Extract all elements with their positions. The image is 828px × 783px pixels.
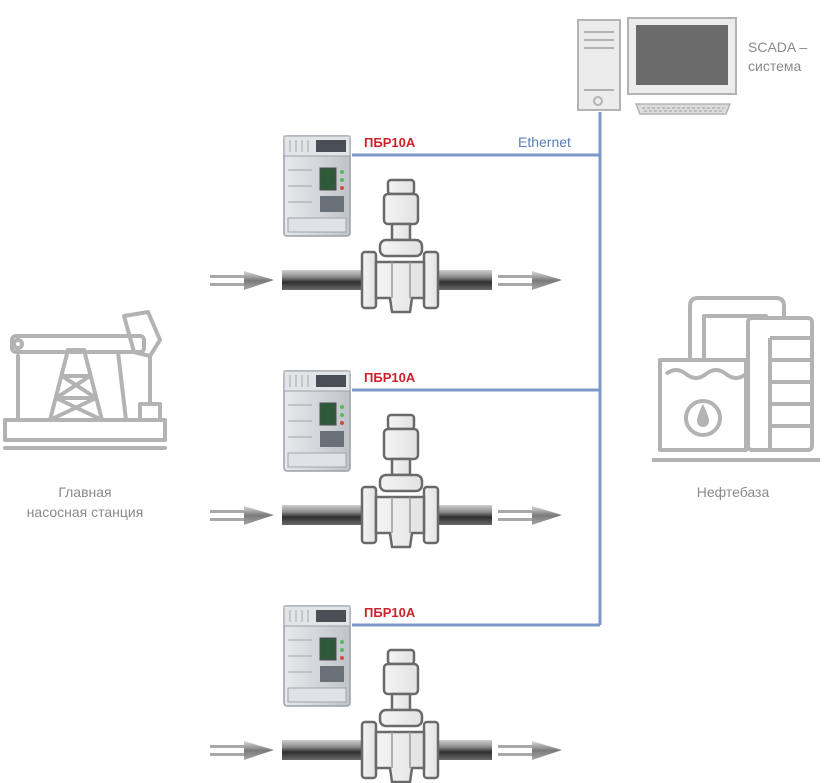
controller-label: ПБР10А: [364, 135, 416, 150]
oil-depot-label: Нефтебаза: [697, 484, 770, 500]
controller-label: ПБР10А: [364, 370, 416, 385]
flow-arrow-in: [210, 741, 274, 760]
ethernet-network: Ethernet: [352, 112, 602, 627]
valve-icon: [360, 648, 440, 783]
pump-station: Главная насосная станция: [3, 310, 167, 520]
computer-icon: [577, 17, 737, 115]
control-unit-1: ПБР10А: [210, 135, 562, 314]
scada-label-line1: SCADA –: [748, 39, 807, 55]
controller-device-icon: [283, 135, 351, 237]
scada-label-line2: система: [748, 58, 801, 74]
flow-arrow-out: [498, 506, 562, 525]
control-unit-3: ПБР10А: [210, 605, 562, 783]
scada-computer: SCADA – система: [577, 17, 807, 115]
oil-tank-icon: [652, 296, 820, 462]
controller-device-icon: [283, 370, 351, 472]
pump-station-label-line1: Главная: [58, 484, 111, 500]
oil-pumpjack-icon: [3, 310, 167, 450]
ethernet-label: Ethernet: [518, 134, 571, 150]
flow-arrow-out: [498, 271, 562, 290]
flow-arrow-in: [210, 271, 274, 290]
oil-depot: Нефтебаза: [652, 296, 820, 500]
controller-label: ПБР10А: [364, 605, 416, 620]
pump-station-label-line2: насосная станция: [27, 504, 144, 520]
flow-arrow-in: [210, 506, 274, 525]
flow-arrow-out: [498, 741, 562, 760]
valve-icon: [360, 413, 440, 549]
controller-device-icon: [283, 605, 351, 707]
valve-icon: [360, 178, 440, 314]
control-unit-2: ПБР10А: [210, 370, 562, 549]
